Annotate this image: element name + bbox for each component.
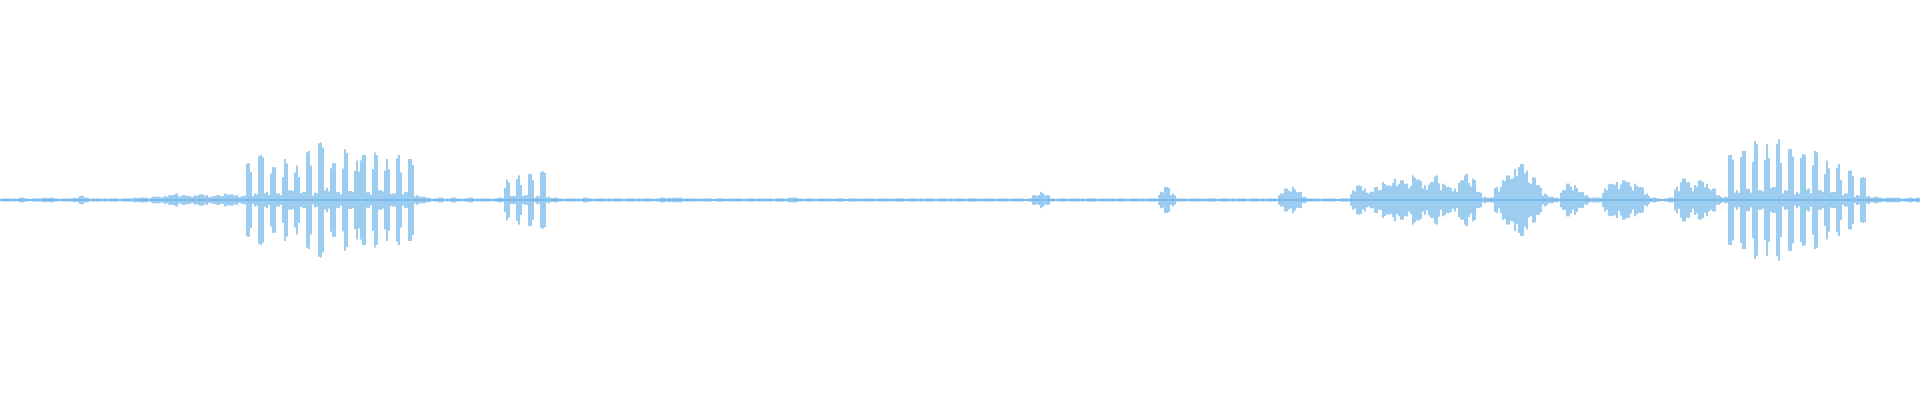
- waveform-bars: [0, 139, 1920, 261]
